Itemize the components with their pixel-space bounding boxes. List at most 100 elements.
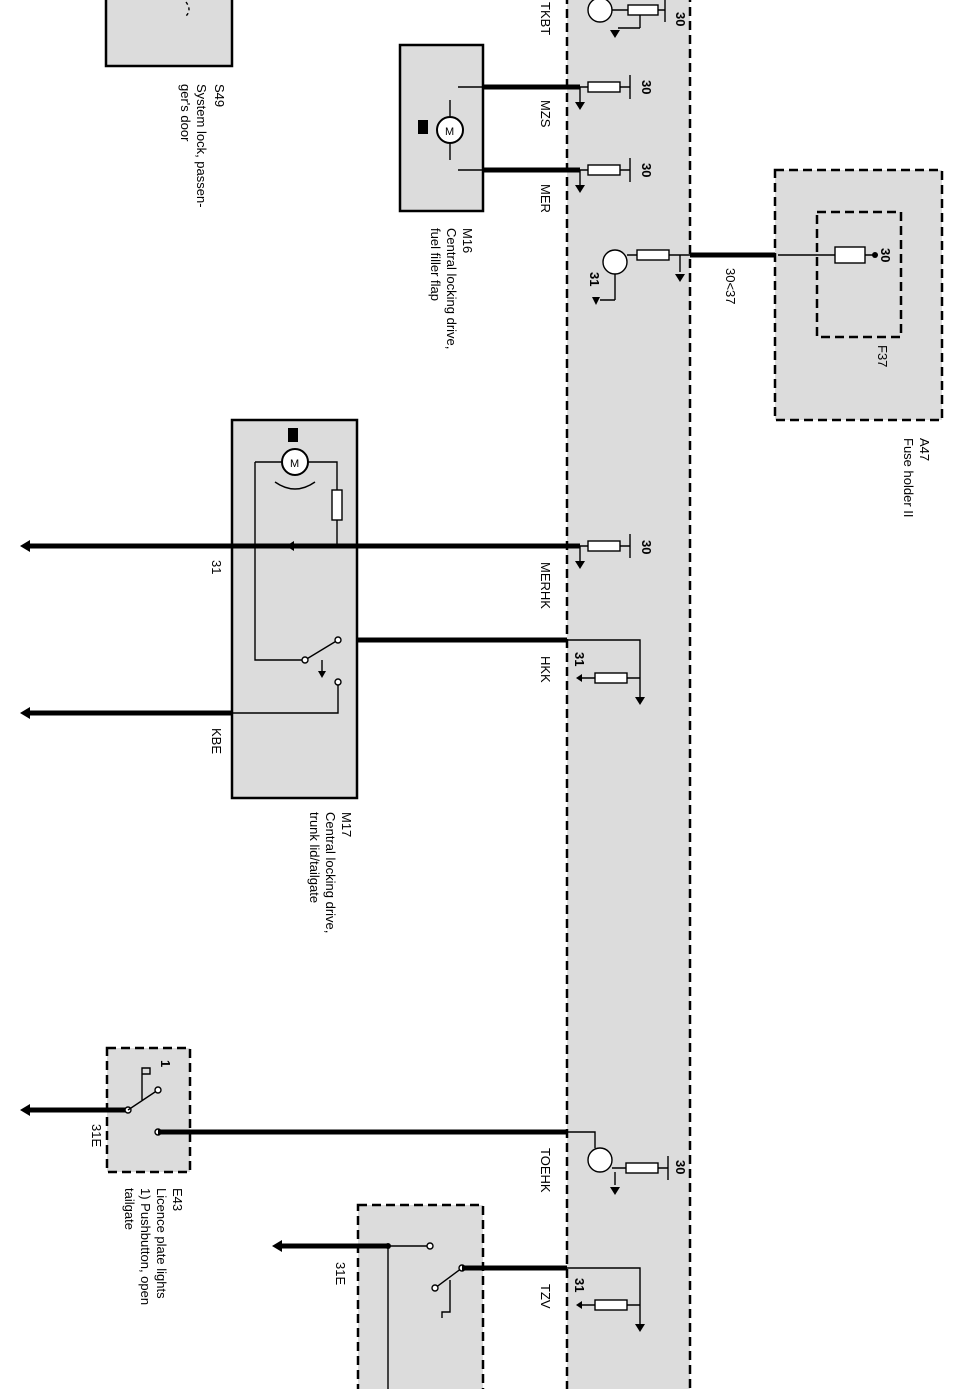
ground-31e-b-arrow [272, 1240, 282, 1252]
m17-switch-pivot [301, 656, 309, 664]
m16-label: M16 [460, 228, 475, 253]
signal-kbe: KBE [209, 728, 224, 754]
m17-rotation-arc [274, 481, 316, 490]
tzv-component-box [356, 1203, 485, 1389]
resistor-mer [587, 164, 621, 176]
a47-label: A47 [917, 438, 932, 461]
m16-desc-line1: Central locking drive, [444, 228, 459, 349]
m16-desc-group-2: fuel filler flap [428, 228, 443, 301]
a47-desc: Fuse holder II [901, 438, 916, 518]
m16-motor-letter: M [445, 126, 454, 138]
e43-pin-label: 1 [158, 1060, 173, 1067]
arrow-tzv [635, 1324, 645, 1332]
resistor-merhk [587, 540, 621, 552]
m17-motor-letter: M [290, 458, 299, 470]
f37-box [815, 210, 903, 339]
m17-box [230, 418, 359, 800]
resistor-feed [636, 249, 670, 261]
m17-desc-group: Central locking drive, [323, 812, 338, 933]
e43-desc-line1: Licence plate lights [154, 1188, 169, 1299]
s49-label: S49 [212, 84, 227, 107]
resistor-mzs [587, 81, 621, 93]
signal-mer: MER [538, 184, 553, 213]
pin-30-merhk-label: 30 [639, 540, 654, 554]
arrow-mer [575, 185, 585, 193]
m17-resistor [331, 489, 343, 521]
m17-switch-blade [304, 639, 339, 661]
f37-label: F37 [875, 345, 890, 367]
a47-box [773, 168, 944, 422]
pin-31-feed-label: 31 [587, 272, 602, 286]
control-module-box [565, 0, 692, 1389]
ground-31-feed [592, 297, 600, 305]
pin-31-tzv-label: 31 [572, 1278, 587, 1292]
signal-mzs-label: MZS [538, 100, 553, 128]
resistor-hkk [594, 672, 628, 684]
f37-pin-label: 30 [878, 248, 893, 262]
f37-pin: 30 [878, 248, 893, 262]
arrow-toehk [610, 1187, 620, 1195]
ground-31: 31 [209, 560, 224, 574]
transistor-feed [602, 249, 628, 275]
toehk-net [567, 1131, 669, 1185]
m17-lock-icon [288, 428, 298, 442]
ground-31-tzv [576, 1301, 582, 1309]
s49-desc-line2: ger's door [178, 84, 193, 142]
signal-mer-label: MER [538, 184, 553, 213]
m17-desc-group-2: trunk lid/tailgate [307, 812, 322, 903]
s49-id: S49 [212, 84, 227, 107]
merhk-net [579, 534, 631, 561]
arrow-mzs [575, 102, 585, 110]
pin-30-merhk: 30 [639, 540, 654, 554]
signal-toehk-label: TOEHK [538, 1148, 553, 1193]
tzv-contact-pivot [431, 1284, 439, 1292]
pin-30-toehk-label: 30 [673, 1160, 688, 1174]
ground-31-hkk [576, 674, 582, 682]
ground-31e-a-arrow [20, 1104, 30, 1116]
signal-mzs: MZS [538, 100, 553, 128]
s49-desc-line1: System lock, passen- [194, 84, 209, 208]
transistor-tkbt [587, 0, 613, 23]
signal-merhk: MERHK [538, 562, 553, 609]
e43-pushbutton-symbol [141, 1067, 151, 1100]
ground-31e-b: 31E [333, 1262, 348, 1285]
m17-desc-line1: Central locking drive, [323, 812, 338, 933]
pin-30-mzs: 30 [639, 80, 654, 94]
m17-id: M17 [339, 812, 354, 837]
signal-tzv: TZV [538, 1284, 553, 1309]
m17-desc-line2: trunk lid/tailgate [307, 812, 322, 903]
m17-internal [254, 461, 338, 661]
pin-31-hkk: 31 [572, 652, 587, 666]
tzv-switch-blade [434, 1267, 463, 1289]
m17-kbe-internal [232, 685, 339, 714]
e43-desc-group-2: 1) Pushbutton, open [138, 1188, 153, 1305]
mer-net [580, 158, 631, 182]
e43-label: E43 [170, 1188, 185, 1211]
arrow-tkbt [610, 30, 620, 38]
ground-31e-a-label: 31E [89, 1124, 104, 1147]
e43-id: E43 [170, 1188, 185, 1211]
signal-tkbt-label: TKBT [538, 2, 553, 35]
e43-switch-blade [127, 1089, 159, 1111]
ground-31e-a: 31E [89, 1124, 104, 1147]
e43-desc-line3: tailgate [122, 1188, 137, 1230]
pin-31-tzv: 31 [572, 1278, 587, 1292]
kbe-arrow [20, 707, 30, 719]
arrow-merhk [575, 561, 585, 569]
pin-30-mer: 30 [639, 163, 654, 177]
m17-switch-arrow [318, 671, 326, 678]
signal-feed-label: 30<37 [723, 268, 738, 305]
e43-desc-line2: 1) Pushbutton, open [138, 1188, 153, 1305]
signal-merhk-label: MERHK [538, 562, 553, 609]
signal-tzv-label: TZV [538, 1284, 553, 1309]
fuse-f37 [834, 246, 866, 264]
transistor-toehk [587, 1147, 613, 1173]
e43-contact-top [154, 1086, 162, 1094]
a47-id: A47 [917, 438, 932, 461]
pin-30-toehk: 30 [673, 1160, 688, 1174]
resistor-tzv [594, 1299, 628, 1311]
signal-toehk: TOEHK [538, 1148, 553, 1193]
pin-31-feed: 31 [587, 272, 602, 286]
m16-box [398, 43, 485, 213]
